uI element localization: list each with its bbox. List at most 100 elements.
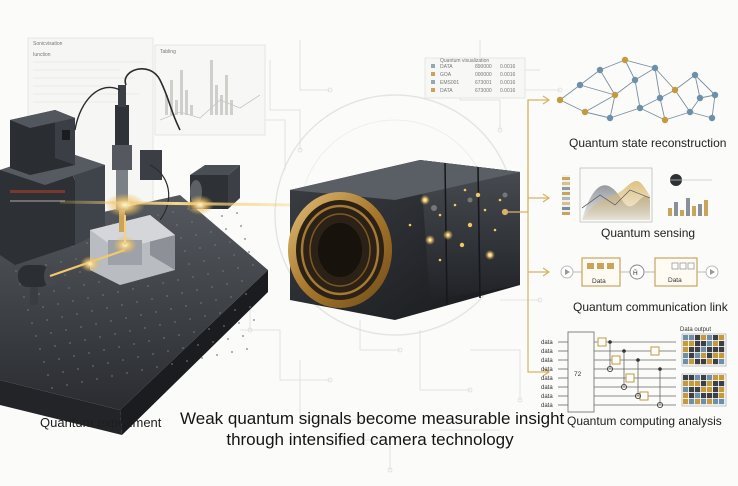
panel-c-row-v2: 0.0016 (500, 72, 516, 78)
sparkle (438, 213, 442, 217)
sparkle (438, 258, 442, 262)
grid-cell (707, 381, 713, 387)
network-node (556, 96, 564, 104)
grid-cell (695, 353, 701, 359)
comm-box2-label: Data (668, 277, 682, 284)
grid-cell (689, 393, 695, 399)
grid-cell (695, 375, 701, 381)
data-output-grids: Data output (680, 327, 727, 407)
label-state-reconstruction: Quantum state reconstruction (569, 136, 727, 150)
grid-cell (713, 375, 719, 381)
network-node (596, 66, 604, 74)
qubit-label: data (541, 403, 553, 409)
label-computing-analysis: Quantum computing analysis (567, 414, 722, 428)
sensing-bar (692, 206, 696, 216)
grid-cell (719, 375, 725, 381)
qubit-label: data (541, 367, 553, 373)
control-box (10, 110, 75, 175)
grid-cell (713, 393, 719, 399)
grid-cell (719, 399, 725, 405)
grid-cell (689, 381, 695, 387)
qubit-label: data (541, 349, 553, 355)
grid-cell (683, 353, 689, 359)
sensing-bar (686, 198, 690, 216)
qubit-label: data (541, 358, 553, 364)
grid-cell (713, 341, 719, 347)
state-reconstruction-network (556, 56, 719, 124)
grid-cell (719, 393, 725, 399)
qubit-label: data (541, 340, 553, 346)
grid-cell (707, 359, 713, 365)
qubit-label: data (541, 394, 553, 400)
grid-cell (713, 347, 719, 353)
network-node (711, 91, 719, 99)
network-node (611, 91, 619, 99)
grid-cell (683, 341, 689, 347)
grid-cell (701, 347, 707, 353)
light-beams (49, 193, 296, 278)
grid-cell (683, 399, 689, 405)
communication-link (560, 257, 719, 287)
grid-cell (701, 335, 707, 341)
background-circuit-traces (210, 40, 563, 473)
network-node (656, 94, 664, 102)
grid-cell (719, 335, 725, 341)
background-panel-b: Tabling (154, 44, 266, 136)
qubit-label: data (541, 385, 553, 391)
grid-cell (689, 341, 695, 347)
grid-cell (695, 399, 701, 405)
panel-c-row-name: GOA (440, 72, 452, 78)
grid-cell (701, 387, 707, 393)
grid-cell (707, 347, 713, 353)
panel-c-title: Quantum visualization (440, 58, 489, 64)
grid-cell (695, 381, 701, 387)
grid-cell (713, 387, 719, 393)
grid-cell (707, 341, 713, 347)
grid-cell (689, 353, 695, 359)
register-box (567, 331, 595, 413)
network-node (691, 71, 699, 79)
grid-cell (707, 375, 713, 381)
network-node (686, 108, 694, 116)
grid-cell (701, 375, 707, 381)
panel-c-row-name: EMS001 (440, 80, 459, 86)
grid-cell (683, 393, 689, 399)
headline-line-2: through intensified camera technology (226, 430, 514, 449)
grid-cell (707, 399, 713, 405)
comm-glyph: Ȟ (633, 268, 638, 277)
grid-cell (713, 335, 719, 341)
grid-cell (683, 359, 689, 365)
grid-cell (719, 381, 725, 387)
panel-c-row-v2: 0.0016 (500, 80, 516, 86)
sensing-bar (674, 202, 678, 216)
panel-a-subtitle: Iunction (33, 52, 51, 58)
sensing-panel (562, 167, 712, 223)
circuit-gate (611, 355, 621, 365)
grid-cell (683, 335, 689, 341)
sparkle (463, 188, 467, 192)
network-node (576, 81, 584, 89)
grid-cell (713, 381, 719, 387)
network-node (631, 76, 639, 84)
sparkle (483, 208, 487, 212)
qubit-label: data (541, 376, 553, 382)
grid-cell (707, 335, 713, 341)
output-connectors (501, 95, 551, 377)
network-node (671, 86, 679, 94)
grid-cell (701, 399, 707, 405)
grid-cell (683, 387, 689, 393)
grid-cell (695, 359, 701, 365)
grid-cell (713, 399, 719, 405)
sample-stage (90, 215, 175, 285)
grid-cell (689, 387, 695, 393)
panel-b-title: Tabling (160, 49, 176, 55)
grid-cell (689, 399, 695, 405)
grid-cell (689, 375, 695, 381)
circuit-gate (597, 337, 607, 347)
circuit-gate (639, 391, 649, 401)
quantum-circuit: data data data data data data data data (541, 337, 676, 409)
register-label: 72 (574, 371, 582, 378)
grid-cell (701, 393, 707, 399)
